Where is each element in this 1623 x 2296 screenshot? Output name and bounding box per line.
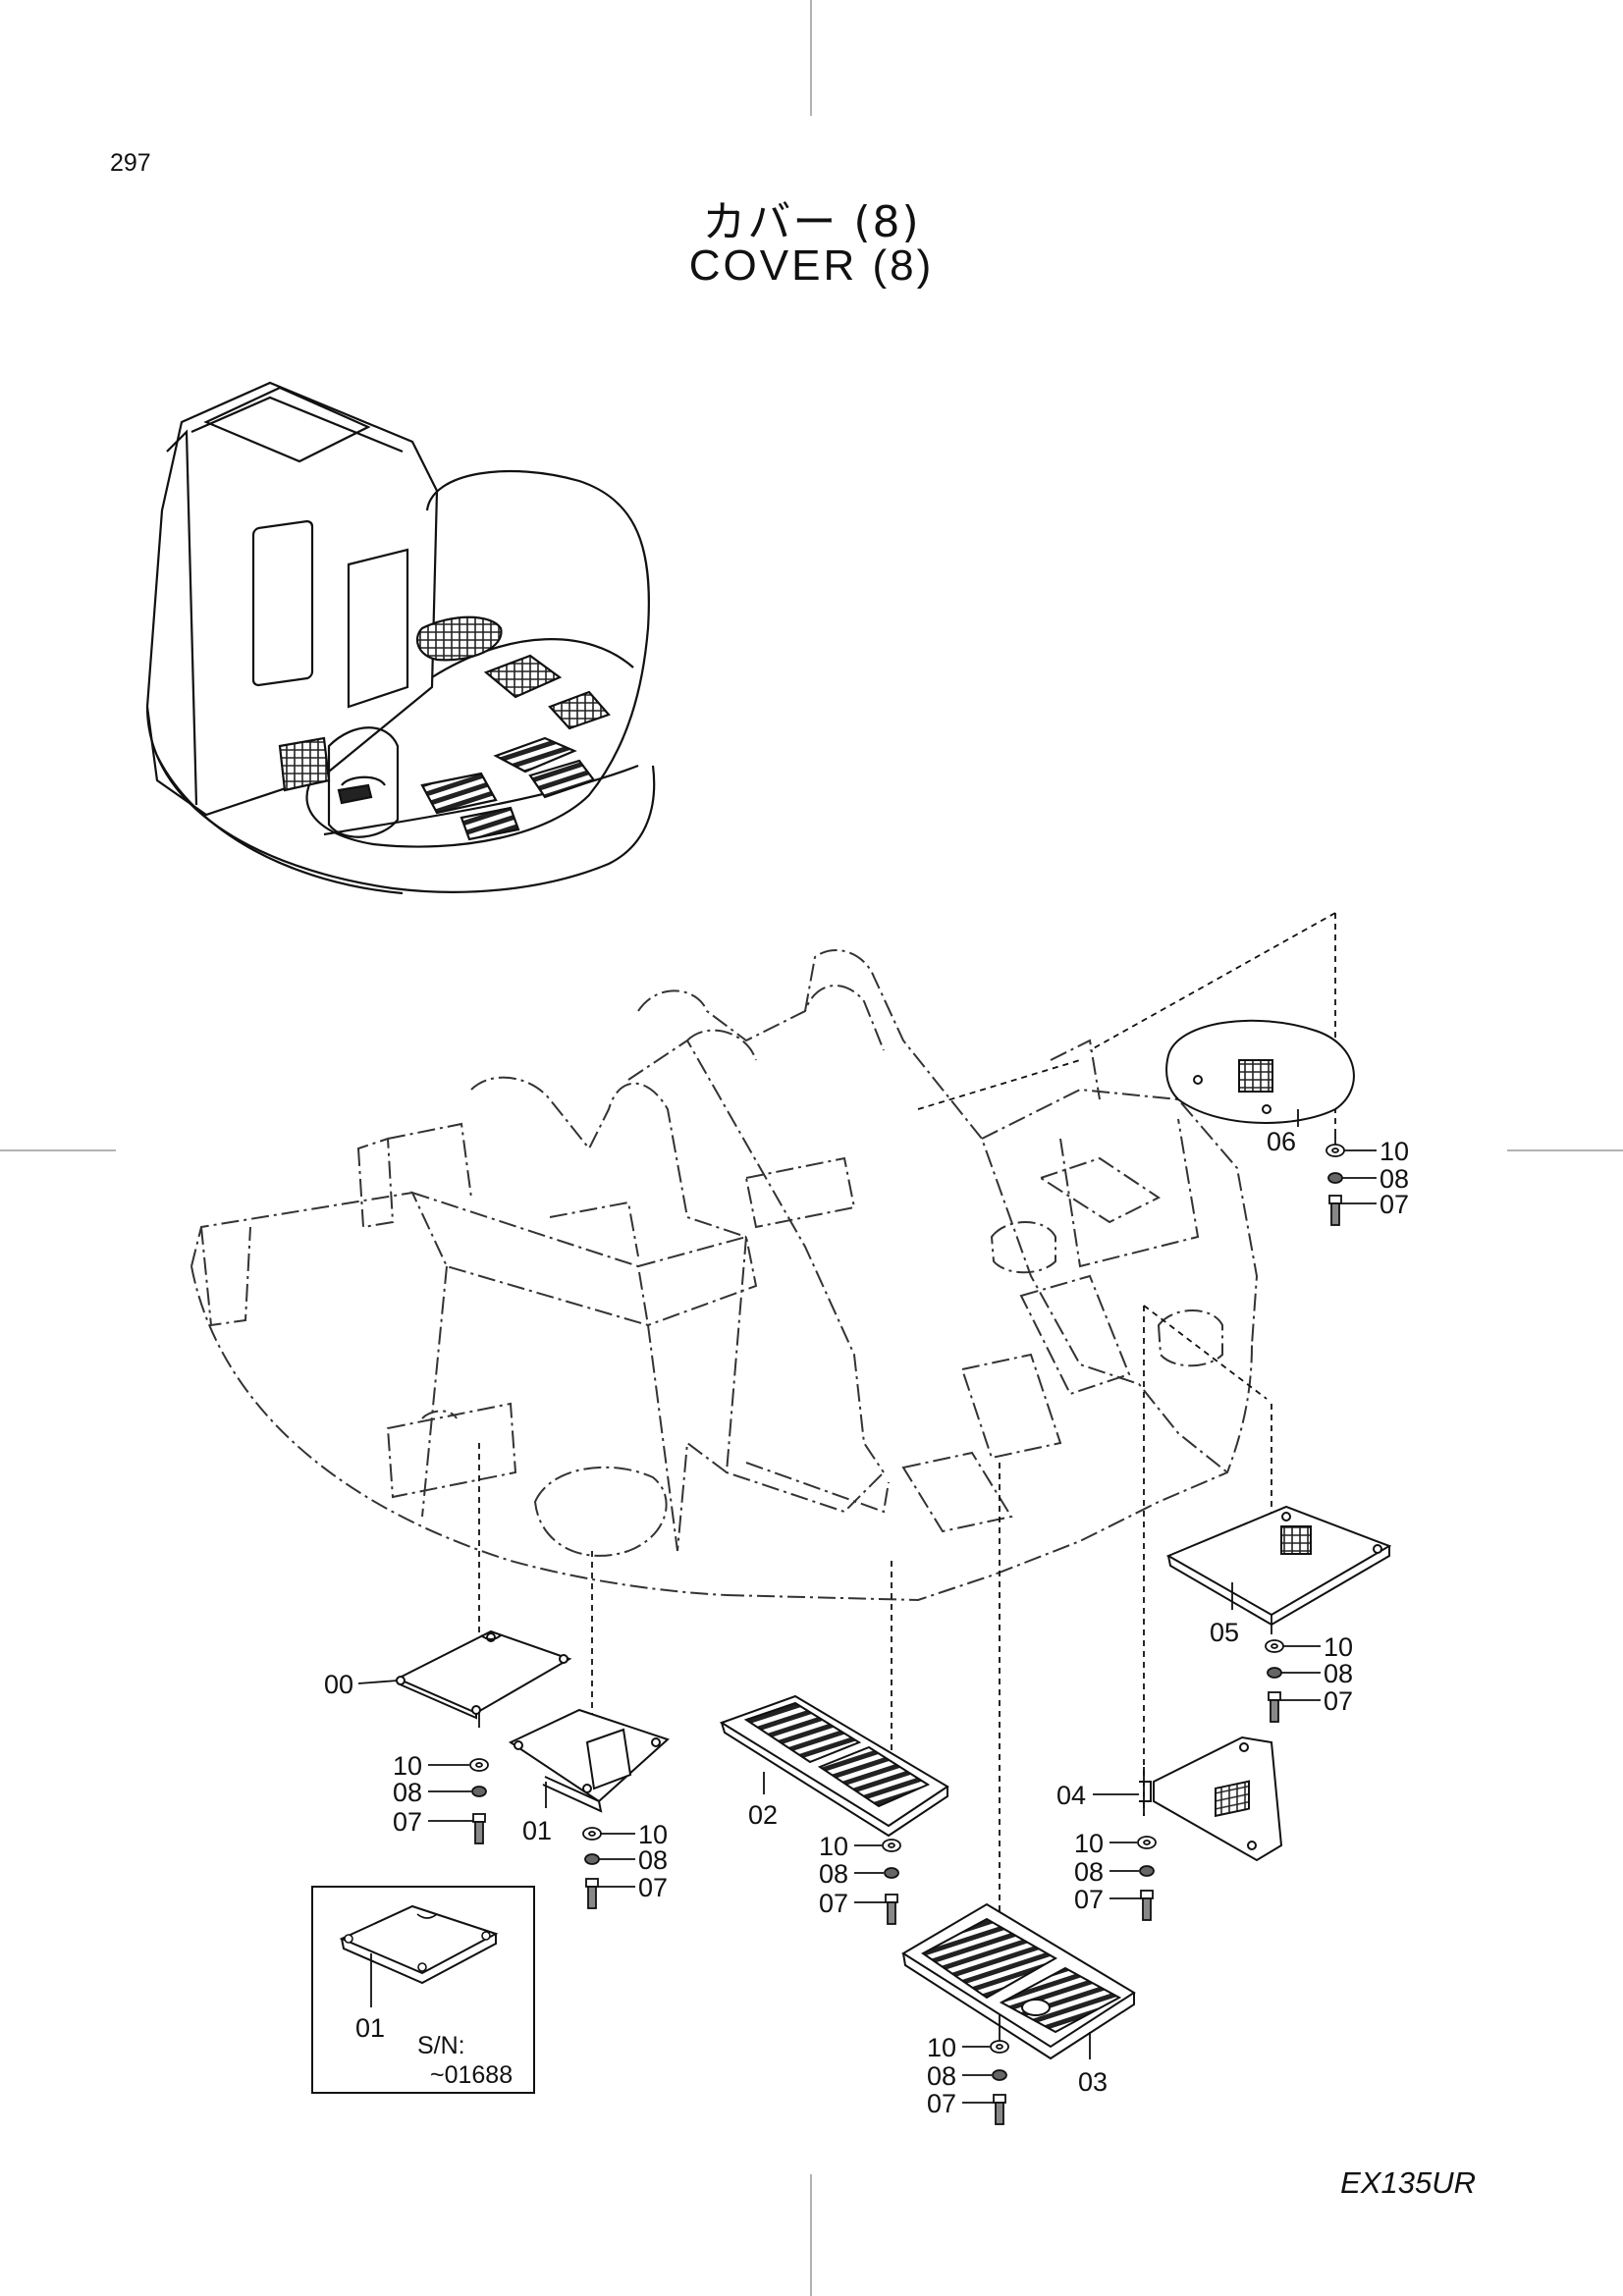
callout-07: 07	[1324, 1686, 1353, 1716]
callout-08: 08	[638, 1845, 668, 1875]
callout-07: 07	[1074, 1885, 1104, 1914]
part-02-grille-cover	[719, 1694, 949, 1838]
fastener-set-00	[469, 1758, 489, 1844]
fastener-set-02	[882, 1839, 901, 1925]
callout-03: 03	[1078, 2067, 1108, 2097]
callout-labels: 00 10 08 07 01 10 08 07 02 10 08 07 03 1…	[324, 1127, 1409, 2118]
callout-07: 07	[1380, 1190, 1409, 1219]
part-04-mesh-cover	[1139, 1735, 1283, 1862]
fastener-set-03	[990, 2040, 1009, 2125]
fastener-set-01	[582, 1827, 602, 1909]
callout-04: 04	[1056, 1781, 1086, 1810]
excavator-overview-illustration	[145, 381, 656, 895]
callout-05: 05	[1210, 1618, 1239, 1647]
page-title-english: COVER (8)	[688, 241, 935, 290]
callout-08: 08	[1074, 1857, 1104, 1887]
fastener-set-06	[1325, 1144, 1345, 1226]
callout-07: 07	[638, 1873, 668, 1902]
serial-number-label: S/N:	[417, 2032, 465, 2059]
callout-00: 00	[324, 1670, 353, 1699]
callout-10: 10	[1074, 1829, 1104, 1858]
callout-10: 10	[927, 2033, 956, 2062]
upper-frame-phantom	[190, 948, 1259, 1602]
callout-10: 10	[1324, 1632, 1353, 1662]
callout-08: 08	[1324, 1659, 1353, 1688]
callout-10: 10	[393, 1751, 422, 1781]
callout-06: 06	[1267, 1127, 1296, 1156]
leader-lines	[478, 912, 1336, 2002]
callout-08: 08	[1380, 1164, 1409, 1194]
callout-10: 10	[819, 1832, 848, 1861]
callout-10: 10	[638, 1820, 668, 1849]
part-03-grille-cover	[901, 1902, 1136, 2060]
fastener-set-05	[1265, 1639, 1284, 1723]
callout-leaders	[357, 1109, 1377, 2104]
callout-08: 08	[819, 1859, 848, 1889]
callout-01: 01	[522, 1816, 552, 1845]
part-00-cover-plate	[395, 1629, 572, 1720]
callout-07: 07	[819, 1889, 848, 1918]
part-01-cover-handle	[508, 1708, 670, 1813]
page-title-japanese: カバー (8)	[702, 197, 921, 247]
serial-number-range: ~01688	[430, 2061, 513, 2089]
callout-02: 02	[748, 1800, 778, 1830]
callout-07: 07	[927, 2089, 956, 2118]
inset-box-serial-variant: 01 S/N: ~01688	[311, 1886, 535, 2094]
model-number: EX135UR	[1340, 2165, 1476, 2200]
callout-10: 10	[1380, 1137, 1409, 1166]
part-05-mesh-cover	[1165, 1505, 1392, 1627]
part-06-mesh-cover	[1165, 1019, 1355, 1124]
inset-callout-01: 01	[355, 2013, 385, 2043]
page-number: 297	[110, 149, 151, 177]
fastener-set-04	[1137, 1836, 1157, 1921]
callout-07: 07	[393, 1807, 422, 1837]
callout-08: 08	[393, 1778, 422, 1807]
callout-08: 08	[927, 2061, 956, 2091]
